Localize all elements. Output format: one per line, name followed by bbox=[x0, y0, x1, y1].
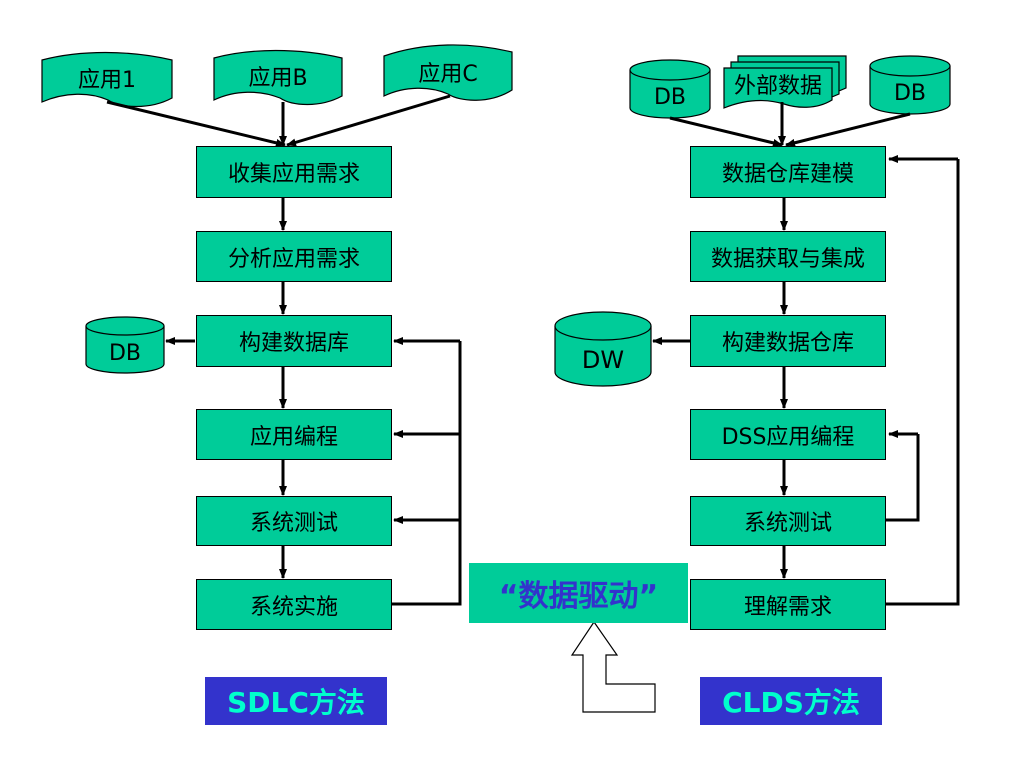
clds-step-dss-programming: DSS应用编程 bbox=[690, 409, 886, 460]
clds-step-dw-modeling: 数据仓库建模 bbox=[690, 146, 886, 198]
sdlc-arrows bbox=[106, 94, 462, 606]
clds-step-understand-requirements: 理解需求 bbox=[690, 579, 886, 630]
sdlc-method-label: SDLC方法 bbox=[205, 677, 387, 725]
sdlc-db-cylinder bbox=[85, 316, 165, 374]
clds-step-system-testing: 系统测试 bbox=[690, 496, 886, 546]
clds-db-cylinder-left bbox=[629, 59, 711, 119]
clds-step-data-acquisition: 数据获取与集成 bbox=[690, 231, 886, 282]
clds-db-cylinder-right bbox=[869, 55, 951, 115]
external-data-doc-stack bbox=[723, 55, 847, 109]
sdlc-step-build-database: 构建数据库 bbox=[196, 315, 392, 367]
data-driven-label: “数据驱动” bbox=[469, 563, 688, 623]
app-c-doc-shape bbox=[383, 44, 513, 101]
sdlc-step-collect-requirements: 收集应用需求 bbox=[196, 146, 392, 198]
hollow-up-arrow bbox=[570, 620, 656, 713]
sdlc-step-analyze-requirements: 分析应用需求 bbox=[196, 231, 392, 282]
app-b-doc-shape bbox=[213, 49, 343, 106]
dw-cylinder bbox=[554, 311, 652, 387]
sdlc-step-system-implementation: 系统实施 bbox=[196, 579, 392, 630]
sdlc-step-app-programming: 应用编程 bbox=[196, 409, 392, 460]
app-1-doc-shape bbox=[41, 51, 173, 108]
sdlc-step-system-testing: 系统测试 bbox=[196, 496, 392, 546]
clds-method-label: CLDS方法 bbox=[700, 677, 882, 725]
clds-step-build-dw: 构建数据仓库 bbox=[690, 315, 886, 367]
clds-arrows bbox=[652, 102, 960, 606]
